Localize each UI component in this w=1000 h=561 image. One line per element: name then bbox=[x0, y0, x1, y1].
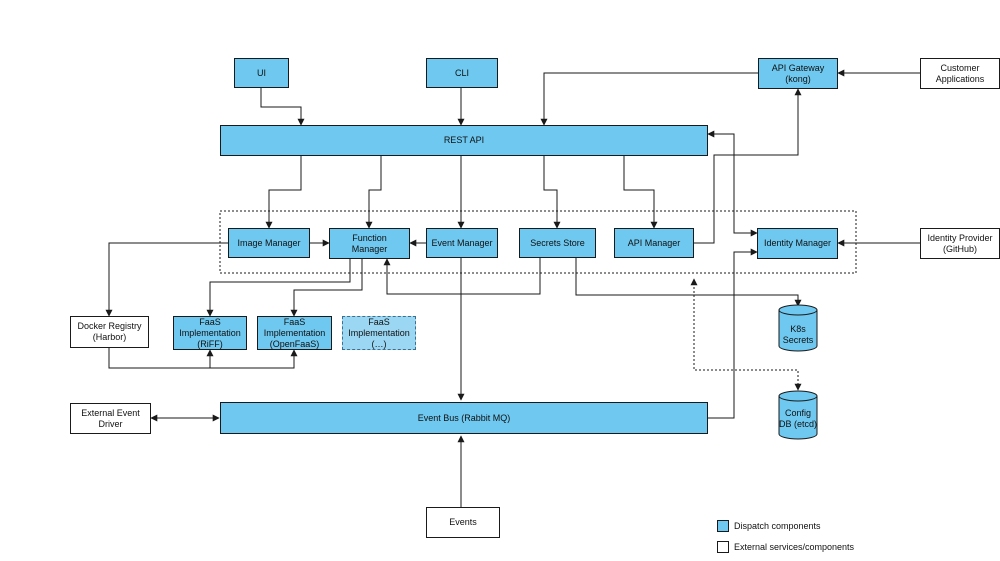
customer-applications-label: Customer Applications bbox=[935, 62, 985, 84]
event-manager-box[interactable]: Event Manager bbox=[426, 228, 498, 258]
event-bus-box[interactable]: Event Bus (Rabbit MQ) bbox=[220, 402, 708, 434]
database-icon bbox=[778, 390, 818, 440]
external-event-driver-box[interactable]: External Event Driver bbox=[70, 403, 151, 434]
events-box[interactable]: Events bbox=[426, 507, 500, 538]
identity-provider-label: Identity Provider (GitHub) bbox=[927, 232, 993, 254]
event-bus-label: Event Bus (Rabbit MQ) bbox=[417, 412, 511, 423]
docker-registry-label: Docker Registry (Harbor) bbox=[77, 321, 142, 342]
image-manager-box[interactable]: Image Manager bbox=[228, 228, 310, 258]
api-gateway-box[interactable]: API Gateway (kong) bbox=[758, 58, 838, 89]
edge-rest-function bbox=[365, 156, 382, 229]
edge-gateway-rest bbox=[540, 72, 758, 126]
event-manager-label: Event Manager bbox=[431, 237, 493, 248]
secrets-store-box[interactable]: Secrets Store bbox=[519, 228, 596, 258]
faas-openfaas-label: FaaS Implementation (OpenFaaS) bbox=[263, 316, 326, 349]
database-icon bbox=[778, 304, 818, 352]
faas-other-label: FaaS Implementation (…) bbox=[348, 316, 410, 349]
legend-external-swatch bbox=[717, 541, 729, 553]
cli-label: CLI bbox=[454, 67, 469, 78]
faas-other-box[interactable]: FaaS Implementation (…) bbox=[342, 316, 416, 350]
edge-rest-secrets bbox=[543, 156, 561, 229]
docker-registry-box[interactable]: Docker Registry (Harbor) bbox=[70, 316, 149, 348]
edge-rest-identity bbox=[707, 130, 758, 237]
edge-docker-openfaas bbox=[108, 348, 298, 369]
external-event-driver-label: External Event Driver bbox=[81, 407, 140, 429]
api-gateway-label: API Gateway (kong) bbox=[771, 62, 825, 84]
ui-box[interactable]: UI bbox=[234, 58, 289, 88]
edge-secrets-k8s bbox=[575, 258, 802, 307]
config-db-label: Config DB (etcd) bbox=[778, 408, 817, 429]
edge-apimanager-gateway bbox=[694, 88, 802, 244]
config-db-cylinder[interactable]: Config DB (etcd) bbox=[778, 390, 818, 440]
rest-api-label: REST API bbox=[443, 135, 485, 145]
function-manager-label: Function Manager bbox=[351, 232, 388, 254]
secrets-store-label: Secrets Store bbox=[530, 237, 585, 248]
legend-dispatch-swatch bbox=[717, 520, 729, 532]
faas-riff-box[interactable]: FaaS Implementation (RiFF) bbox=[173, 316, 247, 350]
k8s-secrets-label: K8s Secrets bbox=[782, 324, 814, 345]
identity-provider-box[interactable]: Identity Provider (GitHub) bbox=[920, 228, 1000, 259]
identity-manager-label: Identity Manager bbox=[763, 238, 832, 248]
api-manager-box[interactable]: API Manager bbox=[614, 228, 694, 258]
ui-label: UI bbox=[257, 67, 266, 78]
edge-rest-image bbox=[265, 156, 302, 229]
function-manager-box[interactable]: Function Manager bbox=[329, 228, 410, 259]
rest-api-box[interactable]: REST API bbox=[220, 125, 708, 156]
edge-function-riff bbox=[206, 258, 351, 317]
customer-applications-box[interactable]: Customer Applications bbox=[920, 58, 1000, 89]
image-manager-label: Image Manager bbox=[237, 237, 301, 248]
legend-external-label: External services/components bbox=[734, 542, 855, 552]
faas-riff-label: FaaS Implementation (RiFF) bbox=[179, 316, 241, 349]
edge-ui-rest bbox=[260, 88, 305, 126]
edge-function-openfaas bbox=[290, 258, 363, 317]
edge-rest-api-manager bbox=[623, 156, 658, 229]
identity-manager-box[interactable]: Identity Manager bbox=[757, 228, 838, 259]
legend-dispatch-label: Dispatch components bbox=[734, 521, 821, 531]
events-label: Events bbox=[449, 517, 477, 527]
edge-config-dispatch bbox=[690, 278, 802, 391]
edge-bus-identity bbox=[708, 248, 758, 419]
api-manager-label: API Manager bbox=[627, 237, 681, 248]
edge-secrets-function bbox=[383, 258, 541, 295]
dispatch-boundary bbox=[219, 210, 857, 274]
edge-image-docker bbox=[105, 242, 228, 317]
k8s-secrets-cylinder[interactable]: K8s Secrets bbox=[778, 304, 818, 352]
cli-box[interactable]: CLI bbox=[426, 58, 498, 88]
faas-openfaas-box[interactable]: FaaS Implementation (OpenFaaS) bbox=[257, 316, 332, 350]
